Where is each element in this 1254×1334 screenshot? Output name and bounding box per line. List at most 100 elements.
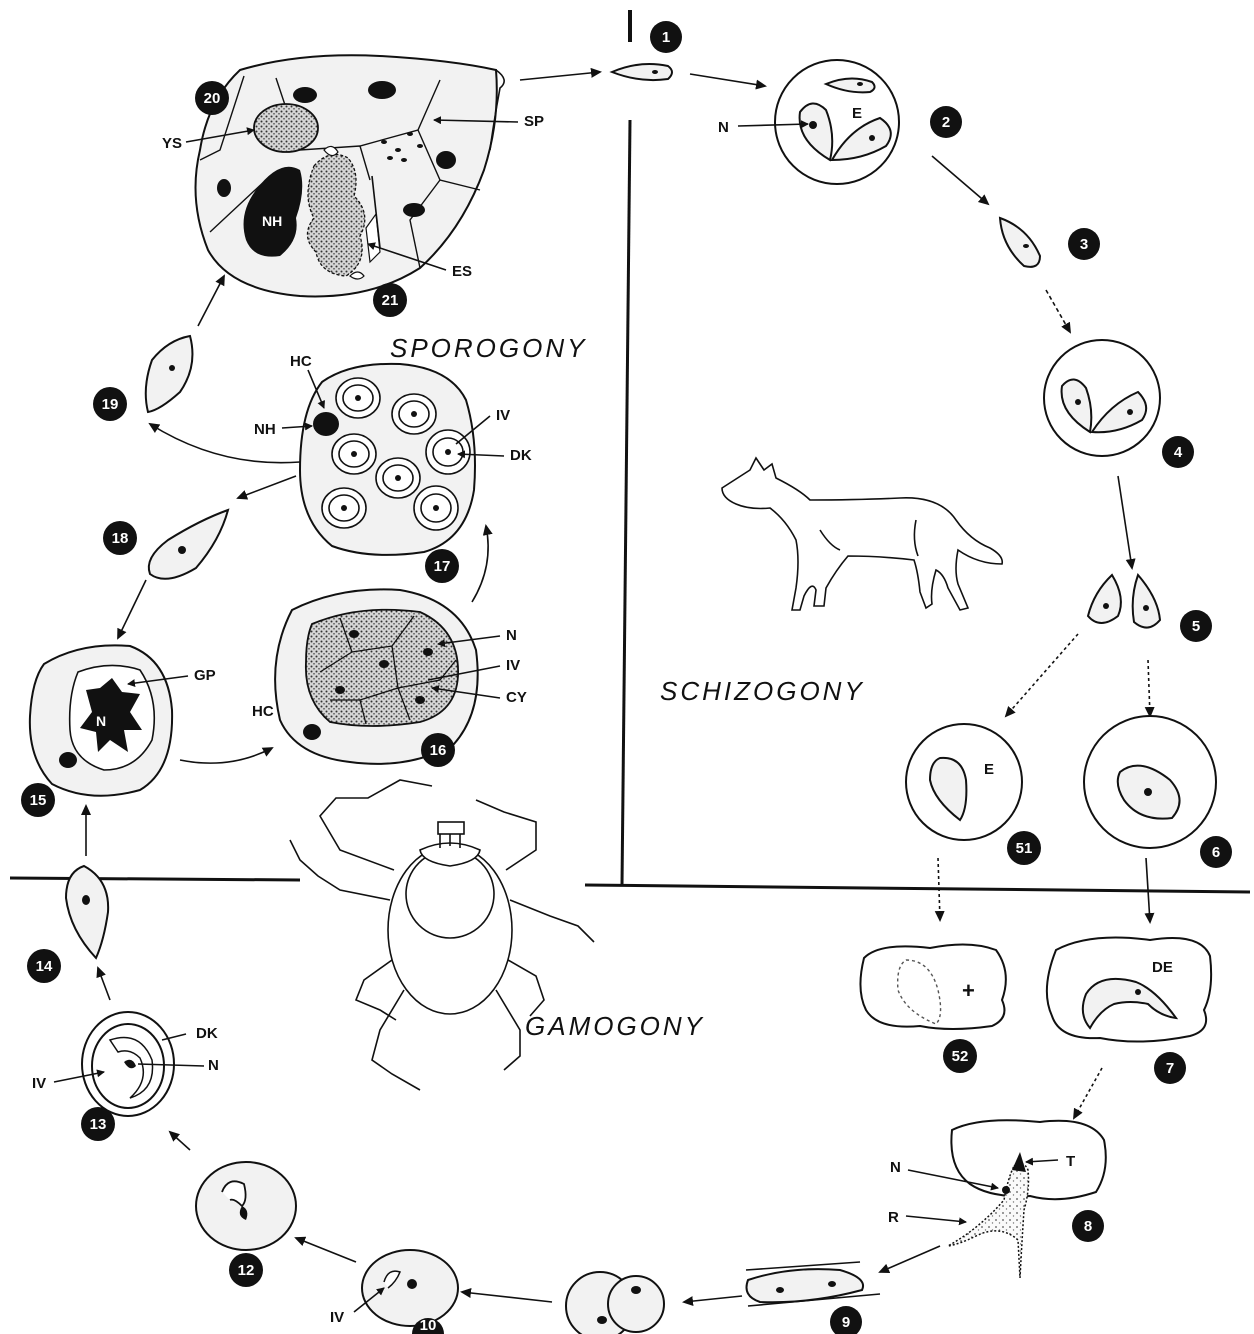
arrow-2-to-3 [932,156,988,204]
badge-stage-52: 52 [943,1039,977,1073]
stage-zygote-fused [566,1272,664,1334]
stage-5-merozoites-released [1088,575,1160,628]
stage-4-binary-fission [1044,340,1160,456]
badge-stage-21: 21 [373,283,407,317]
phase-title-schizogony: SCHIZOGONY [660,676,865,706]
arrow-8-to-9 [880,1246,940,1272]
badge-stage-6: 6 [1200,836,1232,868]
stage-6-erythrocyte [1084,716,1216,848]
pointer-R [906,1216,966,1222]
label-N-13: N [208,1057,219,1074]
svg-text:10: 10 [420,1317,437,1334]
arrow-10-to-12 [296,1238,356,1262]
label-HC-17: HC [290,353,312,370]
stage-17-sporokinetes [300,364,475,555]
stage-1-sporozoite [612,64,672,80]
stage-9-gamete-fusion [746,1262,880,1306]
dog-icon [722,458,1002,610]
label-CY: CY [506,689,527,706]
badge-stage-2: 2 [930,106,962,138]
arrow-1-to-2 [690,74,765,86]
svg-text:16: 16 [430,742,447,759]
badge-stage-17: 17 [425,549,459,583]
label-IV-13: IV [32,1075,46,1092]
badge-stage-14: 14 [27,949,61,983]
svg-text:19: 19 [102,396,119,413]
arrow-9-to-10a [684,1296,742,1302]
badge-stage-9: 9 [830,1306,862,1334]
stage-3-merozoite [1000,218,1040,267]
svg-text:8: 8 [1084,1218,1092,1235]
arrow-51-to-52 [938,858,940,920]
badge-stage-12: 12 [229,1253,263,1287]
label-IV-10: IV [330,1309,344,1326]
label-DK-13: DK [196,1025,218,1042]
stage-2-erythrocyte-invasion [775,60,899,184]
arrow-13-to-14 [98,968,110,1000]
arrow-5-to-51 [1006,634,1078,716]
label-N-16: N [506,627,517,644]
stage-7-gametocyte [1047,938,1211,1042]
label-GP: GP [194,667,216,684]
svg-text:18: 18 [112,530,129,547]
label-E-51: E [984,761,994,778]
label-N-2: N [718,119,729,136]
label-NH-17: NH [254,421,276,438]
label-DK-17: DK [510,447,532,464]
badge-stage-1: 1 [650,21,682,53]
label-SP: SP [524,113,544,130]
label-HC-16: HC [252,703,274,720]
arrow-5-to-6 [1148,660,1150,716]
svg-text:1: 1 [662,29,670,46]
label-NH-20: NH [262,213,282,229]
svg-text:9: 9 [842,1314,850,1331]
svg-text:17: 17 [434,558,451,575]
svg-text:15: 15 [30,792,47,809]
svg-text:3: 3 [1080,236,1088,253]
label-R: R [888,1209,899,1226]
svg-text:14: 14 [36,958,53,975]
arrow-16-to-17 [472,526,488,602]
badge-stage-13: 13 [81,1107,115,1141]
phase-dividers [10,10,1250,892]
label-N-8: N [890,1159,901,1176]
label-YS: YS [162,135,182,152]
arrow-20-to-1 [520,72,600,80]
badge-stage-15: 15 [21,783,55,817]
svg-text:6: 6 [1212,844,1220,861]
divider-left [10,878,300,880]
label-E-2: E [852,105,862,122]
stage-51-erythrocyte [906,724,1022,840]
badge-stage-5: 5 [1180,610,1212,642]
label-N-15: N [96,713,106,729]
svg-text:52: 52 [952,1048,969,1065]
arrow-18-to-15 [118,580,146,638]
svg-text:21: 21 [382,292,399,309]
phase-title-sporogony: SPOROGONY [390,333,587,363]
stage-10-kinete [362,1250,458,1326]
label-T: T [1066,1153,1075,1170]
svg-text:12: 12 [238,1262,255,1279]
svg-text:7: 7 [1166,1060,1174,1077]
stage-12-kinete [196,1162,296,1250]
divider-vertical [622,120,630,885]
badge-stage-8: 8 [1072,1210,1104,1242]
label-ES: ES [452,263,472,280]
arrow-15-to-16 [180,748,272,763]
arrow-17-to-18 [238,476,296,498]
arrow-zygote-to-10 [462,1292,552,1302]
stage-19-sporokinete [146,336,193,412]
svg-text:51: 51 [1016,840,1033,857]
arrow-3-to-4 [1046,290,1070,332]
arrow-12-to-13 [170,1132,190,1150]
svg-text:4: 4 [1174,444,1183,461]
tick-icon [290,780,594,1090]
label-DE: DE [1152,959,1173,976]
divider-right [585,885,1250,892]
badge-stage-20: 20 [195,81,229,115]
arrow-17-to-19 [150,424,300,463]
badge-stage-16: 16 [421,733,455,767]
stage-18-sporokinete [149,510,228,579]
stage-8-ray-body [948,1120,1106,1278]
